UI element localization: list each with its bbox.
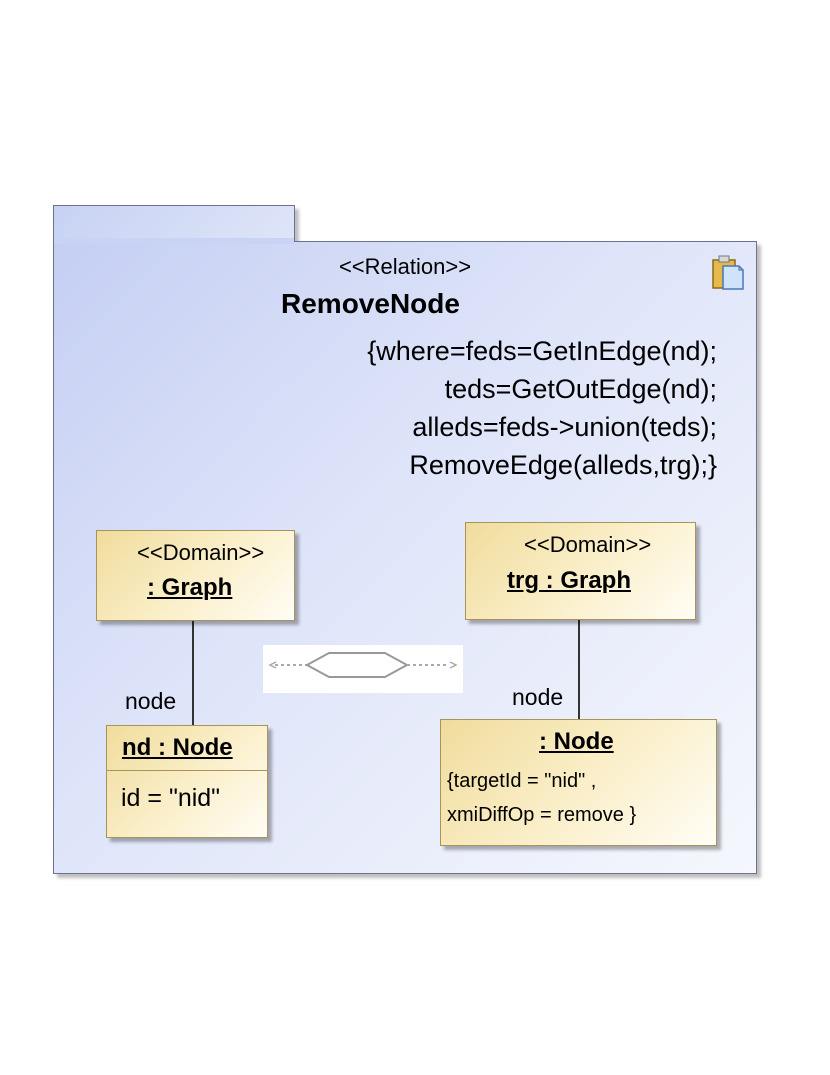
domain-graph-name: : Graph <box>147 574 233 601</box>
right-domain-graph[interactable]: <<Domain>> trg : Graph <box>465 522 696 620</box>
relation-connector[interactable] <box>263 645 463 693</box>
domain-graph-name: trg : Graph <box>507 567 631 594</box>
domain-stereotype: <<Domain>> <box>137 540 265 565</box>
domain-stereotype: <<Domain>> <box>524 532 652 557</box>
hexagon-relation-icon <box>268 652 458 678</box>
relation-stereotype: <<Relation>> <box>338 254 472 279</box>
node-constraint-line: {targetId = "nid" , <box>447 770 597 792</box>
compartment-divider <box>107 770 267 771</box>
package-tab-joint <box>54 238 294 244</box>
constraint-line: teds=GetOutEdge(nd); <box>444 374 717 404</box>
constraint-line: RemoveEdge(alleds,trg);} <box>409 450 717 480</box>
constraint-line: alleds=feds->union(teds); <box>412 412 717 442</box>
left-node-object[interactable]: nd : Node id = "nid" <box>106 725 268 838</box>
relation-constraint: {where=feds=GetInEdge(nd); teds=GetOutEd… <box>367 332 717 484</box>
right-node-link <box>578 620 580 719</box>
right-node-object[interactable]: : Node {targetId = "nid" , xmiDiffOp = r… <box>440 719 717 846</box>
node-attribute: id = "nid" <box>121 784 221 812</box>
right-role-label: node <box>512 684 564 710</box>
node-name: nd : Node <box>122 734 233 761</box>
constraint-line: {where=feds=GetInEdge(nd); <box>367 336 717 366</box>
left-node-link <box>192 621 194 725</box>
document-icon[interactable] <box>711 255 745 291</box>
package-tab <box>53 205 295 243</box>
node-constraint-line: xmiDiffOp = remove } <box>447 804 637 826</box>
left-domain-graph[interactable]: <<Domain>> : Graph <box>96 530 295 621</box>
node-name: : Node <box>539 728 614 755</box>
relation-name: RemoveNode <box>281 288 460 319</box>
left-role-label: node <box>125 688 177 714</box>
